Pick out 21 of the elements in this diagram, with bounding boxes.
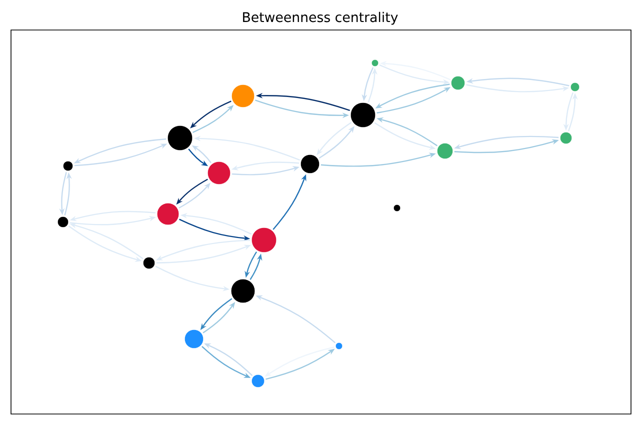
graph-node — [142, 256, 156, 270]
graph-node — [156, 202, 180, 226]
graph-node — [350, 102, 376, 128]
graph-node — [251, 374, 265, 388]
graph-node — [167, 125, 193, 151]
graph-node — [436, 142, 454, 160]
chart-title: Betweenness centrality — [243, 12, 398, 25]
graph-node — [57, 216, 69, 228]
graph-node — [393, 204, 401, 212]
graph-node — [62, 160, 74, 172]
graph-node — [560, 132, 572, 144]
graph-node — [230, 278, 256, 304]
graph-node — [231, 84, 255, 108]
graph-node — [570, 82, 580, 92]
graph-node — [371, 59, 379, 67]
graph-node — [207, 161, 231, 185]
graph-node — [335, 342, 343, 350]
graph-node — [300, 154, 320, 174]
graph-node — [251, 227, 277, 253]
graph-node — [184, 329, 204, 349]
graph-node — [450, 76, 466, 90]
